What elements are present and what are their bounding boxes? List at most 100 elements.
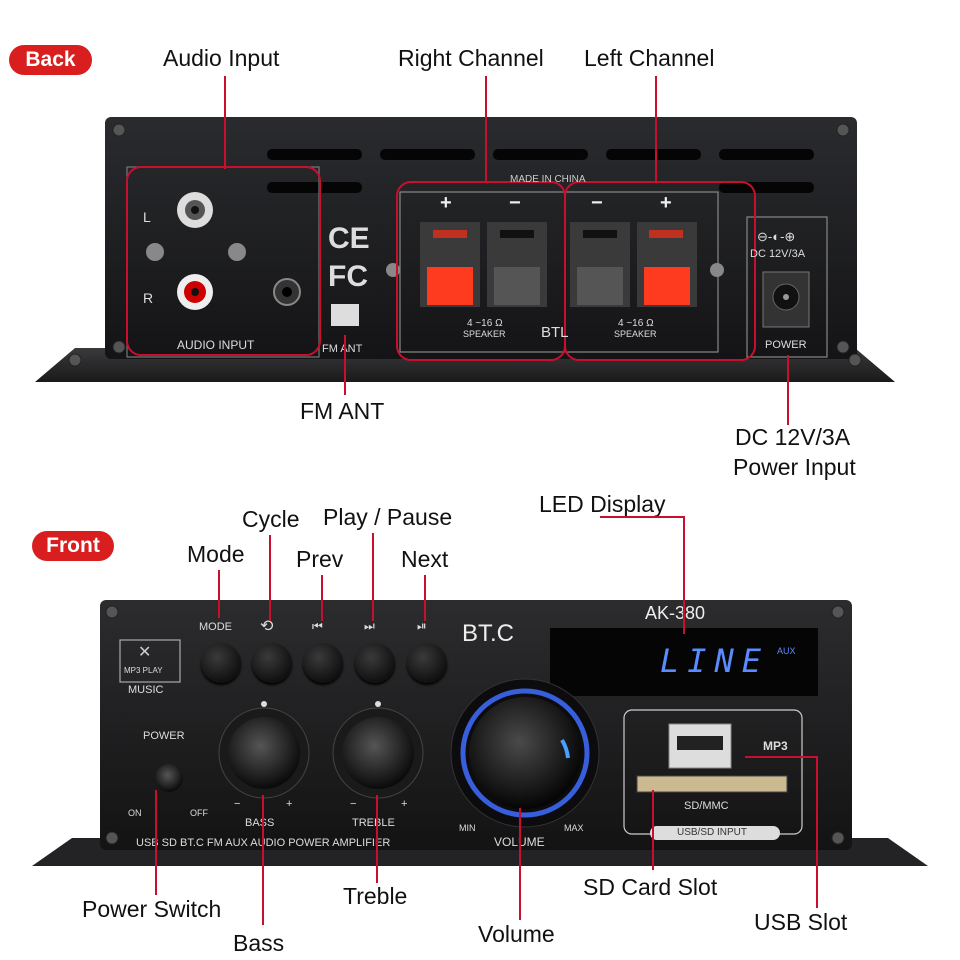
- callout-prev: Prev: [296, 546, 344, 572]
- callout-cycle: Cycle: [242, 506, 300, 532]
- mode-label: MODE: [199, 621, 232, 633]
- leader-fm-ant: [344, 335, 346, 395]
- rca-right-jack[interactable]: [172, 269, 218, 315]
- bass-knob[interactable]: [228, 717, 300, 789]
- terminal-minus-2: −: [591, 192, 603, 214]
- fm-ant-connector-label: FM ANT: [322, 343, 363, 355]
- leader-volume: [519, 808, 521, 920]
- treble-knob[interactable]: [342, 717, 414, 789]
- music-label: MUSIC: [128, 684, 164, 696]
- usb-port[interactable]: [669, 724, 731, 768]
- callout-right-channel: Right Channel: [398, 45, 544, 71]
- leader-next: [424, 575, 426, 621]
- dc-power-jack[interactable]: [763, 272, 809, 327]
- treble-plus: +: [401, 798, 408, 810]
- impedance-label-1: 4 ~16 Ω: [467, 318, 503, 329]
- leader-led-h: [600, 516, 684, 518]
- power-on-label: ON: [128, 808, 142, 818]
- treble-label: TREBLE: [352, 817, 395, 829]
- bt-label: BT.C: [462, 620, 515, 647]
- leader-mode: [218, 570, 220, 618]
- input-l-label: L: [143, 209, 151, 225]
- power-off-label: OFF: [190, 808, 208, 818]
- sd-mmc-label: SD/MMC: [684, 800, 729, 812]
- play-pause-button[interactable]: [355, 643, 395, 683]
- front-section-badge: Front: [32, 531, 114, 561]
- rca-left-jack[interactable]: [172, 187, 218, 233]
- leader-cycle: [269, 535, 271, 621]
- led-aux-label: AUX: [777, 646, 796, 656]
- model-label: AK-380: [645, 603, 706, 623]
- prev-button[interactable]: [303, 643, 343, 683]
- usb-sd-input-label: USB/SD INPUT: [677, 827, 748, 838]
- volume-knob[interactable]: [469, 697, 581, 809]
- callout-next: Next: [401, 546, 449, 572]
- callout-bass: Bass: [233, 930, 285, 956]
- speaker-label-1: SPEAKER: [463, 329, 506, 339]
- btl-label: BTL: [541, 324, 569, 341]
- callout-sd-card-slot: SD Card Slot: [583, 874, 718, 900]
- bass-plus: +: [286, 798, 293, 810]
- sd-card-slot[interactable]: [637, 776, 787, 792]
- terminal-plus-1: +: [440, 192, 452, 214]
- back-panel: MADE IN CHINA L R AUDIO INPUT CE FC FM A…: [35, 112, 895, 387]
- speaker-label-2: SPEAKER: [614, 329, 657, 339]
- callout-usb-slot: USB Slot: [754, 909, 848, 935]
- leader-audio-input: [224, 76, 226, 169]
- mode-button[interactable]: [201, 643, 241, 683]
- cycle-button[interactable]: [252, 643, 292, 683]
- mp3-label: MP3: [763, 739, 788, 753]
- next-icon: ⏯: [417, 619, 427, 633]
- leader-right-channel: [485, 76, 487, 183]
- input-r-label: R: [143, 290, 154, 306]
- fm-ant-connector[interactable]: [331, 304, 359, 326]
- made-in-label: MADE IN CHINA: [510, 174, 586, 185]
- volume-max-label: MAX: [564, 823, 584, 833]
- leader-dc-power: [787, 355, 789, 425]
- right-speaker-terminals[interactable]: [420, 222, 547, 307]
- fc-mark: FC: [328, 260, 368, 293]
- mp3-disc-icon: ✕: [138, 644, 152, 661]
- leader-treble: [376, 795, 378, 883]
- led-display: LINE: [660, 642, 770, 680]
- next-button[interactable]: [407, 643, 447, 683]
- callout-mode: Mode: [187, 541, 245, 567]
- leader-led-v: [683, 516, 685, 634]
- callout-led-display: LED Display: [539, 491, 666, 517]
- leader-prev: [321, 575, 323, 621]
- leader-left-channel: [655, 76, 657, 183]
- leader-sd-card: [652, 790, 654, 870]
- callout-dc-power-line2: Power Input: [733, 454, 856, 480]
- front-panel: MODE ⟲ ⏮ ⏭ ⏯ BT.C AK-380 LINE AUX ✕ MP3 …: [32, 598, 928, 868]
- callout-left-channel: Left Channel: [584, 45, 715, 71]
- callout-fm-ant: FM ANT: [300, 398, 385, 424]
- play-pause-icon: ⏭: [364, 619, 375, 633]
- dc-rating-label: DC 12V/3A: [750, 248, 806, 260]
- power-jack-label: POWER: [765, 339, 807, 351]
- callout-audio-input: Audio Input: [163, 45, 280, 71]
- leader-bass: [262, 795, 264, 925]
- dc-polarity-icon: ⊖-◐-⊕: [757, 229, 796, 244]
- volume-min-label: MIN: [459, 823, 476, 833]
- cycle-icon: ⟲: [260, 618, 274, 635]
- audio-input-label: AUDIO INPUT: [177, 338, 255, 352]
- impedance-label-2: 4 ~16 Ω: [618, 318, 654, 329]
- callout-power-switch: Power Switch: [82, 896, 222, 922]
- leader-usb-h: [745, 756, 817, 758]
- terminal-plus-2: +: [660, 192, 672, 214]
- bass-minus: −: [234, 798, 241, 810]
- callout-volume: Volume: [478, 921, 555, 947]
- leader-power-switch: [155, 790, 157, 895]
- terminal-minus-1: −: [509, 192, 521, 214]
- ce-mark: CE: [328, 222, 370, 255]
- callout-dc-power-line1: DC 12V/3A: [735, 424, 851, 450]
- left-speaker-terminals[interactable]: [570, 222, 697, 307]
- bass-label: BASS: [245, 817, 275, 829]
- power-switch-label: POWER: [143, 730, 185, 742]
- leader-usb-v: [816, 756, 818, 908]
- prev-icon: ⏮: [312, 619, 323, 633]
- treble-minus: −: [350, 798, 357, 810]
- power-switch[interactable]: [155, 764, 183, 792]
- back-section-badge: Back: [9, 45, 92, 75]
- callout-play-pause: Play / Pause: [323, 504, 453, 530]
